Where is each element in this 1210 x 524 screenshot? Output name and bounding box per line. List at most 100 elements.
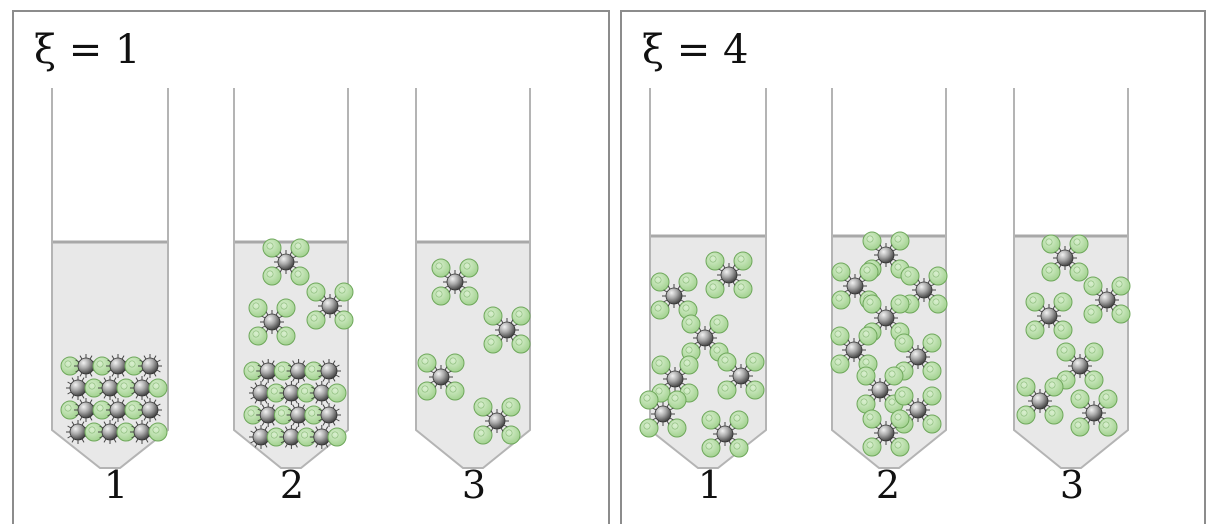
green-bead: [890, 409, 910, 429]
green-bead: [1111, 276, 1131, 296]
green-bead: [417, 381, 437, 401]
particle-bead-complex: [650, 272, 698, 320]
particle-bead-complex: [1041, 234, 1089, 282]
green-bead: [650, 300, 670, 320]
tube-label: 2: [875, 463, 901, 507]
particle-bead-complex: [705, 251, 753, 299]
green-bead: [650, 272, 670, 292]
particle-bead-complex: [248, 298, 296, 346]
green-bead: [1025, 292, 1045, 312]
green-bead: [717, 380, 737, 400]
magnetic-particle: [713, 422, 737, 446]
green-bead: [445, 353, 465, 373]
tube-wall: [51, 88, 169, 469]
particle-bead-complex: [417, 353, 465, 401]
green-bead: [928, 294, 948, 314]
magnetic-particle: [1028, 389, 1052, 413]
green-bead: [922, 361, 942, 381]
green-bead: [1084, 342, 1104, 362]
magnetic-particle: [1053, 246, 1077, 270]
green-bead: [306, 282, 326, 302]
magnetic-particle: [443, 270, 467, 294]
green-bead: [729, 410, 749, 430]
green-bead: [1025, 320, 1045, 340]
green-bead: [334, 310, 354, 330]
green-bead: [717, 352, 737, 372]
magnetic-particle: [260, 310, 284, 334]
green-bead: [830, 354, 850, 374]
tube-label: 1: [697, 463, 723, 507]
magnetic-particle: [1037, 304, 1061, 328]
particle-bead-complex: [651, 355, 699, 403]
green-bead: [483, 306, 503, 326]
tube-label: 3: [461, 463, 487, 507]
green-bead: [148, 378, 168, 398]
green-bead: [651, 355, 671, 375]
green-bead: [483, 334, 503, 354]
green-bead: [1070, 389, 1090, 409]
green-bead: [709, 314, 729, 334]
green-bead: [862, 409, 882, 429]
tube-wall: [649, 88, 767, 469]
green-bead: [858, 326, 878, 346]
tube-wall: [233, 88, 349, 469]
green-bead: [1070, 417, 1090, 437]
magnetic-particle: [906, 345, 930, 369]
particle-bead-complex: [1083, 276, 1131, 324]
magnetic-particle: [717, 263, 741, 287]
green-bead: [1016, 405, 1036, 425]
green-bead: [1111, 304, 1131, 324]
green-bead: [459, 258, 479, 278]
green-bead: [1084, 370, 1104, 390]
magnetic-particle: [912, 278, 936, 302]
green-bead: [297, 383, 317, 403]
magnetic-particle: [1068, 354, 1092, 378]
green-bead: [334, 282, 354, 302]
green-bead: [1053, 320, 1073, 340]
magnetic-particle: [651, 402, 675, 426]
green-bead: [890, 294, 910, 314]
green-bead: [276, 298, 296, 318]
green-bead: [1044, 405, 1064, 425]
particle-bead-complex: [862, 409, 910, 457]
green-bead: [894, 333, 914, 353]
aggregate-cluster: [243, 359, 347, 449]
green-bead: [890, 231, 910, 251]
tube-label: 2: [279, 463, 305, 507]
magnetic-particle: [317, 359, 341, 383]
green-bead: [678, 300, 698, 320]
green-bead: [431, 258, 451, 278]
magnetic-particle: [74, 398, 98, 422]
particle-bead-complex: [1025, 292, 1073, 340]
green-bead: [1083, 304, 1103, 324]
magnetic-particle: [66, 420, 90, 444]
particle-bead-complex: [483, 306, 531, 354]
green-bead: [511, 306, 531, 326]
green-bead: [473, 425, 493, 445]
aggregate-cluster: [60, 354, 168, 444]
magnetic-particle: [249, 381, 273, 405]
green-bead: [248, 298, 268, 318]
green-bead: [511, 334, 531, 354]
magnetic-particle: [98, 376, 122, 400]
tube-wall: [1013, 88, 1129, 469]
green-bead: [290, 238, 310, 258]
green-bead: [1041, 262, 1061, 282]
green-bead: [243, 361, 263, 381]
green-bead: [701, 438, 721, 458]
green-bead: [473, 397, 493, 417]
green-bead: [705, 279, 725, 299]
green-bead: [667, 390, 687, 410]
green-bead: [290, 266, 310, 286]
green-bead: [922, 333, 942, 353]
green-bead: [459, 286, 479, 306]
magnetic-particle: [874, 421, 898, 445]
green-bead: [276, 326, 296, 346]
particle-bead-complex: [1070, 389, 1118, 437]
magnetic-particle: [843, 274, 867, 298]
green-bead: [922, 414, 942, 434]
green-bead: [1056, 342, 1076, 362]
liquid: [650, 236, 766, 468]
green-bead: [431, 286, 451, 306]
